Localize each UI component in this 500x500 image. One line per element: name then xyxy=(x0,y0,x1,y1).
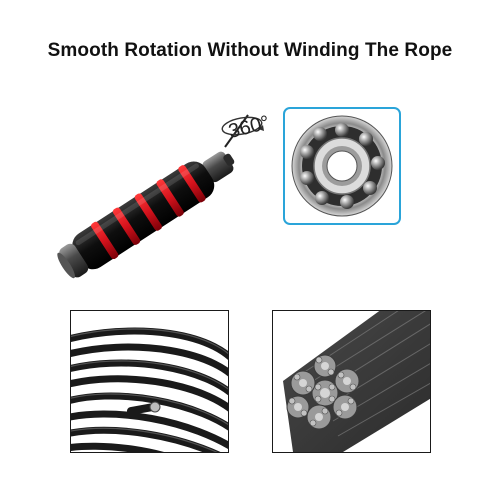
steel-wire-strands-image xyxy=(272,310,431,453)
coiled-cable-image xyxy=(70,310,229,453)
headline: Smooth Rotation Without Winding The Rope xyxy=(47,40,453,61)
ball-bearing-image xyxy=(282,106,402,226)
rope-handle-image: 360° xyxy=(20,95,280,295)
rotation-label: 360° xyxy=(226,112,271,143)
